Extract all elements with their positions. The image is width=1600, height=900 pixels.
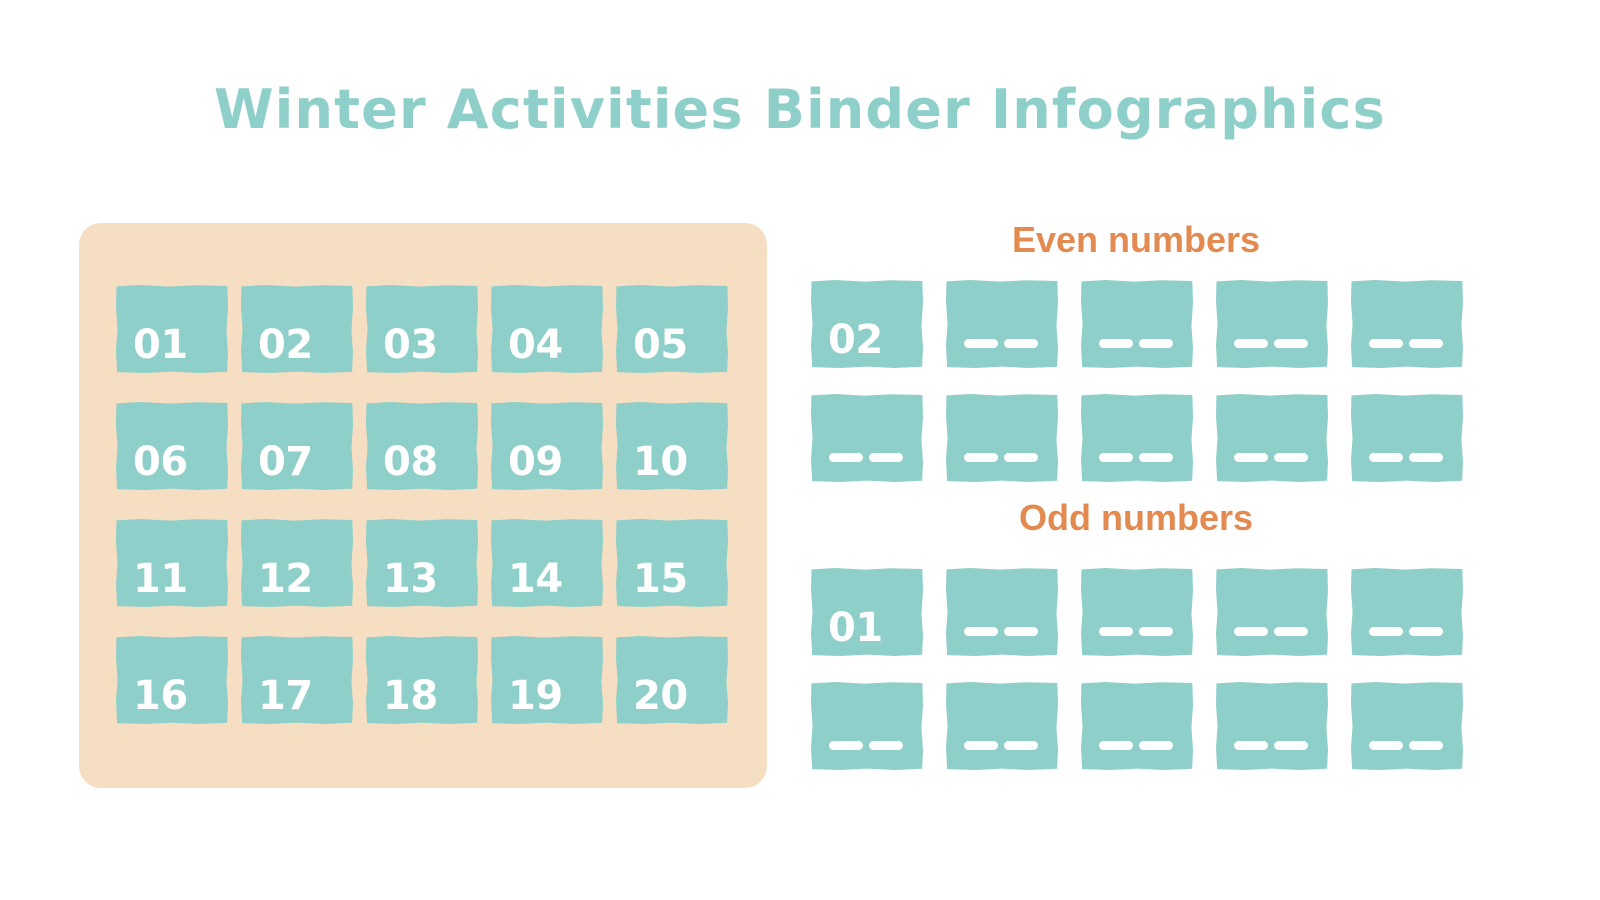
blank-line-icon xyxy=(964,339,1038,348)
blank-line-icon xyxy=(1099,453,1173,462)
blank-line-icon xyxy=(1234,741,1308,750)
tile-number-label: 07 xyxy=(258,439,313,485)
even-tile-blank-1[interactable] xyxy=(946,280,1058,368)
blank-line-icon xyxy=(1234,627,1308,636)
number-tile-11[interactable]: 11 xyxy=(116,519,228,607)
odd-tile-blank-1[interactable] xyxy=(946,568,1058,656)
number-tile-10[interactable]: 10 xyxy=(616,402,728,490)
blank-line-icon xyxy=(1369,453,1443,462)
tile-number-label: 04 xyxy=(508,322,563,368)
tile-number-label: 06 xyxy=(133,439,188,485)
number-tile-12[interactable]: 12 xyxy=(241,519,353,607)
even-tile-blank-3[interactable] xyxy=(1216,280,1328,368)
odd-tile-blank-5[interactable] xyxy=(811,682,923,770)
number-tile-17[interactable]: 17 xyxy=(241,636,353,724)
odd-numbers-heading: Odd numbers xyxy=(1018,497,1254,538)
blank-line-icon xyxy=(1369,741,1443,750)
odd-tile-blank-4[interactable] xyxy=(1351,568,1463,656)
tile-number-label: 01 xyxy=(828,605,883,651)
tile-number-label: 08 xyxy=(383,439,438,485)
tile-number-label: 02 xyxy=(258,322,313,368)
number-tile-14[interactable]: 14 xyxy=(491,519,603,607)
tile-number-label: 02 xyxy=(828,317,883,363)
odd-numbers-grid: 01 xyxy=(811,568,1463,770)
odd-tile-blank-9[interactable] xyxy=(1351,682,1463,770)
number-tile-16[interactable]: 16 xyxy=(116,636,228,724)
tile-number-label: 19 xyxy=(508,673,563,719)
tile-number-label: 15 xyxy=(633,556,688,602)
number-tile-06[interactable]: 06 xyxy=(116,402,228,490)
odd-tile-01[interactable]: 01 xyxy=(811,568,923,656)
even-numbers-grid: 02 xyxy=(811,280,1463,482)
odd-tile-blank-7[interactable] xyxy=(1081,682,1193,770)
blank-line-icon xyxy=(829,453,903,462)
tile-number-label: 18 xyxy=(383,673,438,719)
blank-line-icon xyxy=(1099,339,1173,348)
even-tile-blank-7[interactable] xyxy=(1081,394,1193,482)
tile-number-label: 10 xyxy=(633,439,688,485)
number-tile-19[interactable]: 19 xyxy=(491,636,603,724)
number-tile-01[interactable]: 01 xyxy=(116,285,228,373)
even-tile-blank-4[interactable] xyxy=(1351,280,1463,368)
blank-line-icon xyxy=(964,741,1038,750)
blank-line-icon xyxy=(1099,741,1173,750)
blank-line-icon xyxy=(1099,627,1173,636)
tile-number-label: 14 xyxy=(508,556,563,602)
tile-number-label: 05 xyxy=(633,322,688,368)
number-tile-04[interactable]: 04 xyxy=(491,285,603,373)
blank-line-icon xyxy=(1369,339,1443,348)
tile-number-label: 11 xyxy=(133,556,188,602)
number-tile-15[interactable]: 15 xyxy=(616,519,728,607)
tile-number-label: 03 xyxy=(383,322,438,368)
even-tile-02[interactable]: 02 xyxy=(811,280,923,368)
even-tile-blank-6[interactable] xyxy=(946,394,1058,482)
blank-line-icon xyxy=(1369,627,1443,636)
even-tile-blank-2[interactable] xyxy=(1081,280,1193,368)
number-grid: 01 02 03 04 05 06 07 08 09 10 11 12 13 14 15 16 17 18 19 20 xyxy=(116,285,730,724)
tile-number-label: 12 xyxy=(258,556,313,602)
odd-tile-blank-8[interactable] xyxy=(1216,682,1328,770)
tile-number-label: 20 xyxy=(633,673,688,719)
number-grid-panel: 01 02 03 04 05 06 07 08 09 10 11 12 13 14 15 16 17 18 19 20 xyxy=(79,223,767,788)
even-numbers-heading: Even numbers xyxy=(1011,219,1261,260)
number-tile-18[interactable]: 18 xyxy=(366,636,478,724)
tile-number-label: 16 xyxy=(133,673,188,719)
tile-number-label: 13 xyxy=(383,556,438,602)
odd-tile-blank-6[interactable] xyxy=(946,682,1058,770)
number-tile-03[interactable]: 03 xyxy=(366,285,478,373)
even-tile-blank-5[interactable] xyxy=(811,394,923,482)
number-tile-05[interactable]: 05 xyxy=(616,285,728,373)
odd-tile-blank-3[interactable] xyxy=(1216,568,1328,656)
blank-line-icon xyxy=(1234,339,1308,348)
page-title: Winter Activities Binder Infographics xyxy=(214,78,1386,141)
even-tile-blank-8[interactable] xyxy=(1216,394,1328,482)
number-tile-02[interactable]: 02 xyxy=(241,285,353,373)
number-tile-07[interactable]: 07 xyxy=(241,402,353,490)
tile-number-label: 01 xyxy=(133,322,188,368)
blank-line-icon xyxy=(1234,453,1308,462)
tile-number-label: 09 xyxy=(508,439,563,485)
blank-line-icon xyxy=(829,741,903,750)
tile-number-label: 17 xyxy=(258,673,313,719)
even-tile-blank-9[interactable] xyxy=(1351,394,1463,482)
blank-line-icon xyxy=(964,627,1038,636)
odd-tile-blank-2[interactable] xyxy=(1081,568,1193,656)
number-tile-08[interactable]: 08 xyxy=(366,402,478,490)
number-tile-09[interactable]: 09 xyxy=(491,402,603,490)
number-tile-13[interactable]: 13 xyxy=(366,519,478,607)
number-tile-20[interactable]: 20 xyxy=(616,636,728,724)
blank-line-icon xyxy=(964,453,1038,462)
